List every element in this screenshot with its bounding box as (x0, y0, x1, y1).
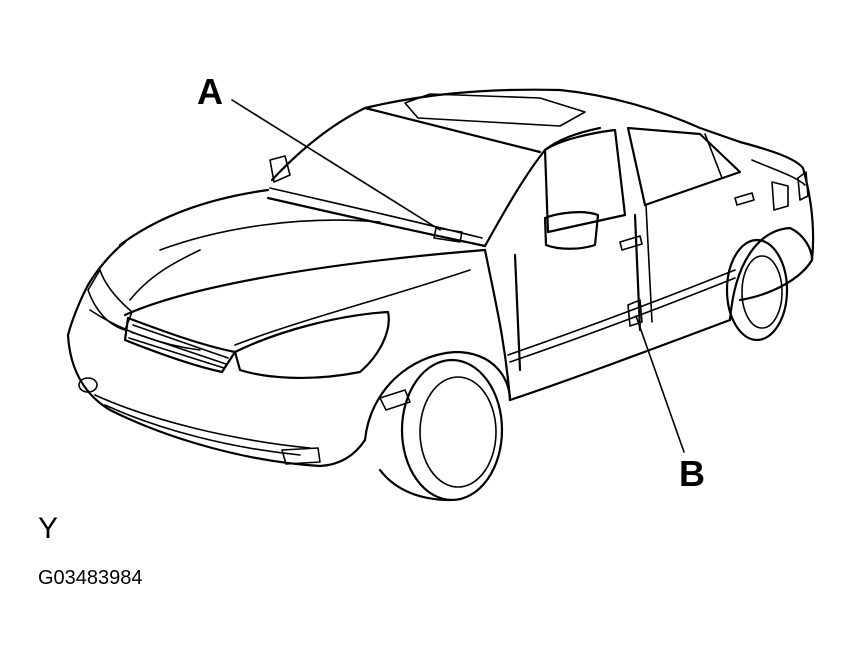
rear-door-handle (734, 192, 755, 206)
rear-wheel-rim (741, 255, 783, 329)
sunroof (404, 93, 586, 127)
view-code-label: Y (38, 512, 59, 545)
side-mirror (543, 211, 600, 250)
fog-lamp-left (78, 377, 98, 393)
leader-line-b (635, 315, 685, 453)
front-wheel (400, 358, 504, 502)
car-body (66, 88, 815, 502)
front-wheel-rim (419, 376, 497, 488)
figure-id-label: G03483984 (38, 567, 143, 589)
callout-label-a: A (197, 71, 223, 112)
callout-label-b: B (679, 453, 705, 494)
rear-wheel (725, 238, 789, 342)
vin-plate (433, 227, 463, 243)
leader-line-a (231, 99, 441, 231)
front-door-handle (619, 235, 643, 251)
fog-lamp-right (281, 447, 321, 465)
